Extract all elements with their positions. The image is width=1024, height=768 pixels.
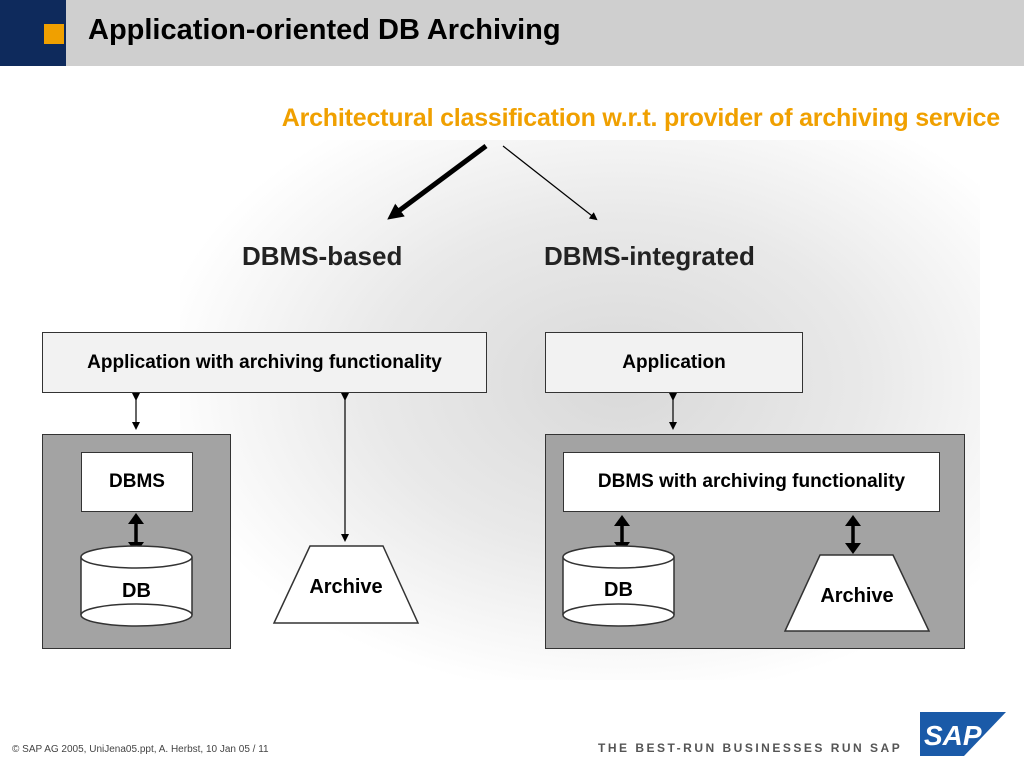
db-cylinder-left — [80, 545, 193, 627]
archive-trapezoid-right — [783, 554, 931, 632]
footer-slogan: THE BEST-RUN BUSINESSES RUN SAP — [598, 741, 903, 755]
left-application-box: Application with archiving functionality — [42, 332, 487, 393]
slide-subtitle: Architectural classification w.r.t. prov… — [281, 104, 1000, 132]
archive-trapezoid-left — [272, 545, 420, 624]
left-dbms-box: DBMS — [81, 452, 193, 512]
branch-arrow-dbms-integrated — [502, 145, 598, 221]
footer-copyright: © SAP AG 2005, UniJena05.ppt, A. Herbst,… — [12, 744, 269, 755]
db-cylinder-right — [562, 545, 675, 627]
right-db-label: DB — [604, 579, 633, 601]
right-dbms-box: DBMS with archiving functionality — [563, 452, 940, 512]
branch-arrow-dbms-based — [387, 143, 488, 220]
right-archive-label: Archive — [820, 585, 894, 607]
branch-label-dbms-integrated: DBMS-integrated — [544, 241, 755, 271]
branch-label-dbms-based: DBMS-based — [242, 241, 403, 271]
slide-title: Application-oriented DB Archiving — [88, 14, 561, 46]
right-application-box: Application — [545, 332, 803, 393]
svg-text:SAP: SAP — [924, 720, 982, 751]
left-db-label: DB — [122, 580, 151, 602]
left-archive-label: Archive — [309, 576, 383, 598]
header-bar — [0, 0, 1024, 66]
title-bullet-icon — [44, 24, 64, 44]
sap-logo-icon: SAP — [920, 712, 1006, 756]
